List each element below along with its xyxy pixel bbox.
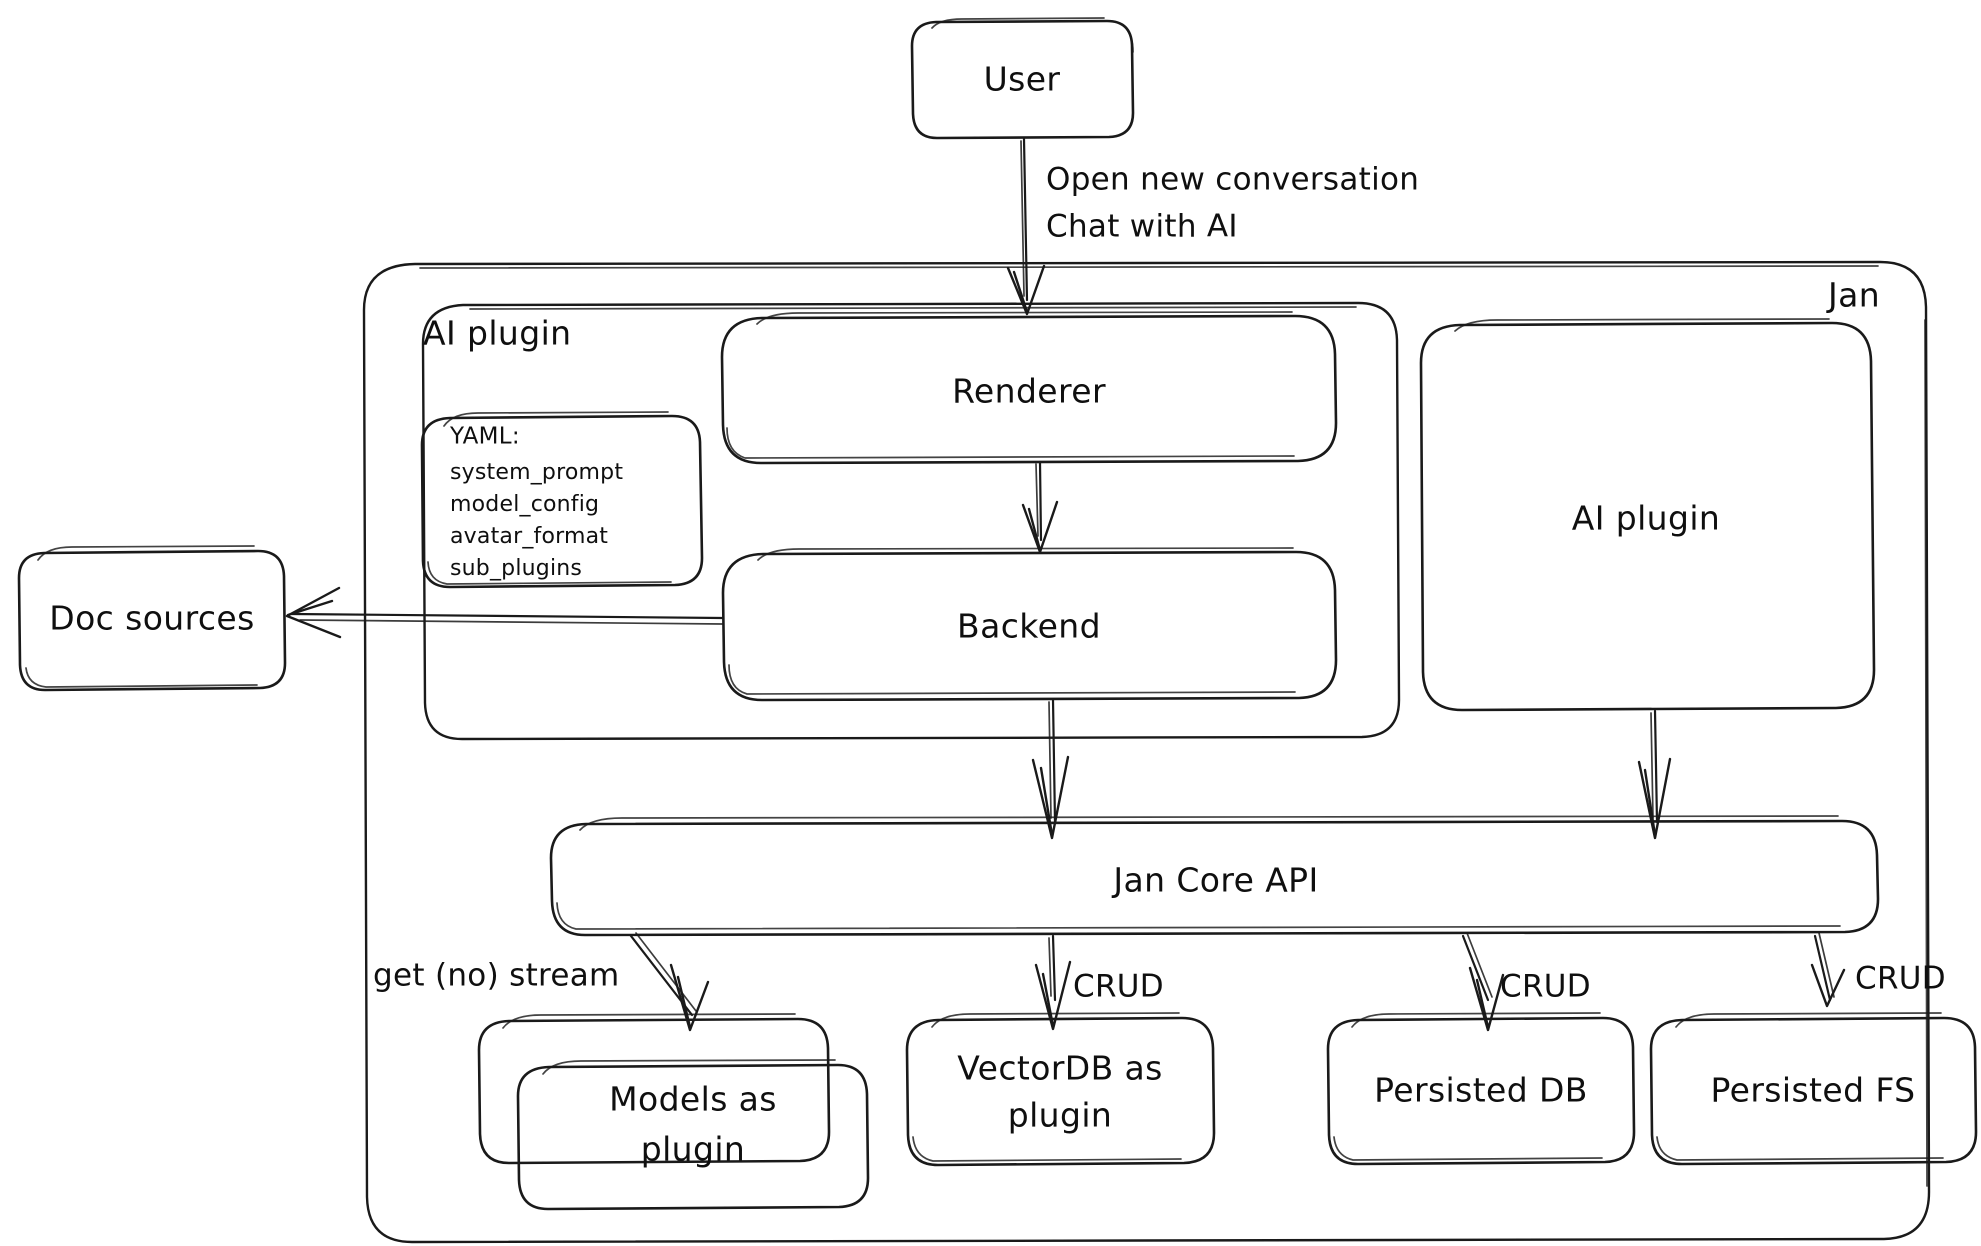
yaml-card-item-1: model_config [450, 492, 599, 517]
node-backend-label: Backend [957, 607, 1101, 646]
edge-renderer-to-backend [1021, 460, 1059, 554]
node-persisted-fs[interactable] [1649, 1012, 1978, 1166]
edge-user-to-renderer [1006, 137, 1046, 316]
node-vectordb-plugin-label-line2: plugin [1008, 1096, 1112, 1135]
node-doc-sources[interactable] [17, 545, 287, 692]
edge-label-api-to-models: get (no) stream [373, 958, 620, 994]
container-ai-plugin-group-label: AI plugin [423, 314, 571, 353]
edge-api-to-models [629, 932, 710, 1032]
edge-api-to-vectordb [1034, 934, 1072, 1031]
edge-label-user-to-renderer-line2: Chat with AI [1046, 209, 1238, 245]
node-backend[interactable] [721, 547, 1338, 702]
container-jan-label: Jan [1826, 276, 1880, 315]
edge-api-to-persisted-fs [1810, 932, 1846, 1008]
yaml-card [420, 411, 704, 589]
edge-api-to-persisted-db [1461, 932, 1505, 1032]
node-user-label: User [984, 60, 1061, 99]
node-models-plugin[interactable] [477, 1013, 870, 1211]
node-doc-sources-label: Doc sources [49, 599, 254, 638]
yaml-card-item-0: system_prompt [450, 460, 623, 485]
edge-label-api-to-persisted-db: CRUD [1500, 969, 1591, 1005]
yaml-card-item-3: sub_plugins [450, 556, 582, 581]
edge-ai-plugin-to-jan-core-api [1637, 709, 1672, 840]
node-user[interactable] [910, 17, 1135, 140]
yaml-card-item-2: avatar_format [450, 524, 608, 549]
node-persisted-db[interactable] [1326, 1012, 1636, 1166]
node-ai-plugin-label: AI plugin [1572, 499, 1720, 538]
node-renderer[interactable] [720, 311, 1338, 465]
yaml-card-title: YAML: [449, 424, 520, 450]
edge-label-user-to-renderer-line1: Open new conversation [1046, 162, 1419, 198]
node-models-plugin-label-line2: plugin [641, 1130, 745, 1169]
edge-label-api-to-vectordb: CRUD [1073, 969, 1164, 1005]
edge-backend-to-doc-sources [285, 586, 724, 639]
node-vectordb-plugin-label-line1: VectorDB as [957, 1049, 1163, 1088]
node-models-plugin-label-line1: Models as [609, 1080, 777, 1119]
node-jan-core-api-label: Jan Core API [1111, 861, 1318, 900]
edge-label-api-to-persisted-fs: CRUD [1855, 961, 1946, 997]
container-jan [362, 260, 1931, 1244]
container-ai-plugin-group [421, 301, 1401, 741]
node-renderer-label: Renderer [952, 372, 1106, 411]
node-persisted-fs-label: Persisted FS [1711, 1071, 1916, 1110]
node-jan-core-api[interactable] [549, 815, 1880, 937]
node-ai-plugin[interactable] [1419, 318, 1876, 712]
node-persisted-db-label: Persisted DB [1374, 1071, 1588, 1110]
node-vectordb-plugin[interactable] [905, 1012, 1216, 1167]
